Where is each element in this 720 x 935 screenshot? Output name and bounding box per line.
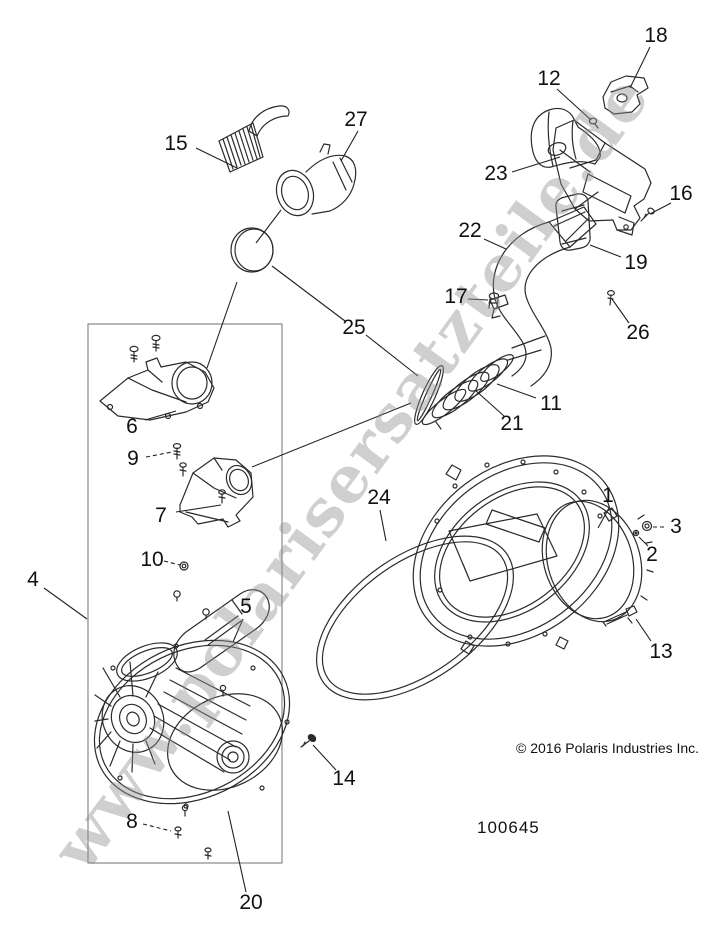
callout-12: 12 [537,67,561,90]
callout-19: 19 [624,251,648,274]
fastener-3-nut-art [641,520,653,532]
callout-18: 18 [644,24,668,47]
seal-disc-art [230,227,274,273]
fastener-2-washer-art [632,529,640,537]
fastener-26-screw-art [606,290,615,306]
callout-2: 2 [646,543,658,566]
callout-27: 27 [344,108,368,131]
callout-3: 3 [670,515,682,538]
part-6-screws-art [129,334,161,363]
callout-13: 13 [649,640,673,663]
fastener-13-bolt-art [602,605,638,627]
callout-5: 5 [240,595,252,618]
part-25-flat-seal-art [414,365,444,430]
part-24-belt-art [316,535,514,701]
part-15-grille-art [218,105,290,173]
part-1-outer-cover-art [412,455,654,655]
part-5-cover-plate-art [173,561,270,673]
callout-11: 11 [540,392,562,415]
part-18-bracket-art [602,75,649,115]
callout-7: 7 [155,504,167,527]
callout-23: 23 [484,162,508,185]
callout-21: 21 [500,412,524,435]
callout-20: 20 [239,891,263,914]
callout-8: 8 [126,810,138,833]
callout-10: 10 [140,548,164,571]
fastener-16-screw-art [640,207,655,222]
part-22-duct-art [489,206,597,387]
callout-16: 16 [669,182,693,205]
subassembly-box [87,323,283,864]
part-7-outlet-duct-art [172,443,254,528]
callout-26: 26 [626,321,650,344]
callout-24: 24 [367,486,391,509]
drawing-number: 100645 [477,818,540,837]
callout-15: 15 [164,132,188,155]
part-21-bellows-art [421,354,514,426]
callout-4: 4 [27,568,39,591]
fastener-12-screw-art [588,117,599,129]
callout-6: 6 [126,415,138,438]
part-27-duct-elbow-art [275,143,357,217]
fastener-17-clip-art [488,292,500,309]
fastener-14-screw-art [300,733,317,748]
callout-17: 17 [444,285,468,308]
callout-25: 25 [342,316,366,339]
leader-lines [43,46,672,893]
callout-9: 9 [127,447,139,470]
callout-22: 22 [458,219,482,242]
copyright-text: © 2016 Polaris Industries Inc. [516,740,700,756]
callout-14: 14 [332,767,356,790]
callout-1: 1 [602,484,614,507]
part-20-inner-cover-art [93,639,291,860]
